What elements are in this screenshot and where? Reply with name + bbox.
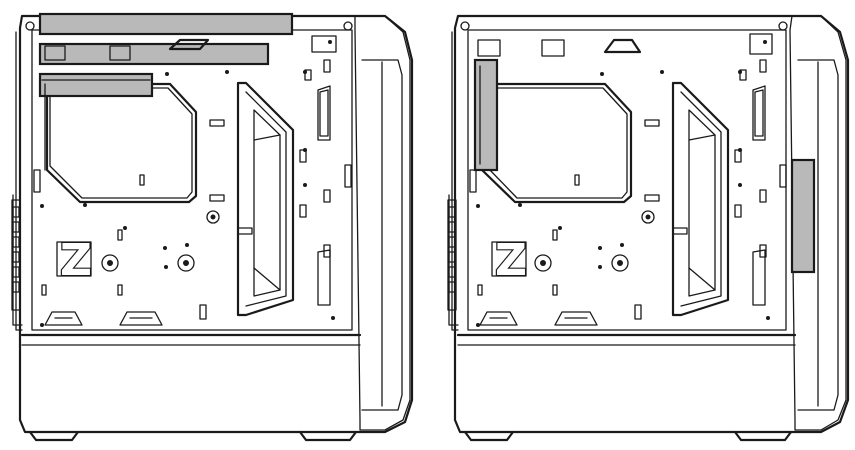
- front-panel: [354, 15, 411, 431]
- standoffs: [476, 40, 770, 327]
- bottom-vent-left: [44, 311, 83, 326]
- brand-logo: Z: [495, 235, 527, 286]
- case-right-view: Z: [447, 14, 850, 442]
- bottom-vent-right: [119, 311, 163, 326]
- highlight-rear-fan-mount: [473, 58, 499, 172]
- standoffs: [40, 40, 335, 327]
- highlight-top-bar: [38, 12, 294, 36]
- cable-grommet: [236, 81, 295, 317]
- case-outline: [453, 14, 850, 434]
- foot-right: [733, 430, 793, 442]
- highlight-front-panel-mount: [790, 158, 816, 274]
- cable-cutout: [480, 82, 633, 204]
- foot-left: [463, 430, 515, 442]
- cable-cutout: [45, 82, 198, 204]
- bottom-vent-left: [479, 311, 518, 326]
- z-logo-frame: [56, 241, 92, 277]
- foot-left: [28, 430, 80, 442]
- cable-grommet: [671, 81, 730, 317]
- front-panel: [789, 15, 847, 431]
- brand-logo: Z: [60, 235, 92, 286]
- bottom-vent-right: [554, 311, 598, 326]
- highlight-top-radiator: [38, 42, 270, 66]
- expansion-slots: [12, 206, 20, 293]
- foot-right: [298, 430, 358, 442]
- highlight-top-fan-mount: [38, 72, 154, 98]
- tie-points: [477, 59, 767, 320]
- expansion-slots: [448, 206, 456, 293]
- z-logo-frame: [491, 241, 527, 277]
- case-left-view: Z: [11, 12, 414, 442]
